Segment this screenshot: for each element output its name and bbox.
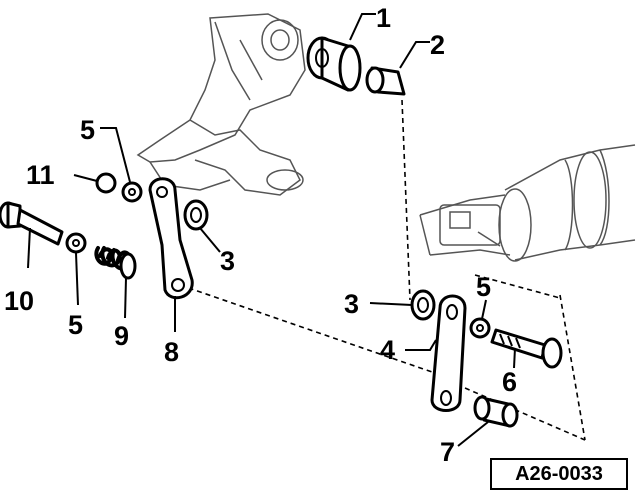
reference-code-label: A26-0033: [490, 458, 628, 490]
part-lever-8: [148, 177, 194, 300]
callout-2: 2: [430, 30, 445, 60]
callout-7: 7: [440, 437, 455, 467]
callout-10: 10: [4, 286, 34, 316]
part-bush-3-lower: [410, 289, 436, 321]
drive-shaft-housing: [419, 144, 636, 262]
part-washer-5-left: [65, 232, 87, 254]
callout-3-lower: 3: [344, 289, 359, 319]
part-sleeve-7: [473, 395, 519, 428]
part-bolt-6: [490, 328, 563, 369]
callout-8: 8: [164, 337, 179, 367]
callout-3-upper: 3: [220, 246, 235, 276]
callout-labels: 1 2 5 11 3 10 5 9 8 3 5 4 6 7: [4, 3, 517, 467]
callout-9: 9: [114, 321, 129, 351]
leader-lines: [27, 13, 516, 447]
part-bolt-10: [0, 201, 64, 246]
callout-5-upper: 5: [80, 115, 95, 145]
part-bush-3-upper: [183, 199, 209, 231]
callout-1: 1: [376, 3, 391, 33]
callout-5-left: 5: [68, 310, 83, 340]
part-spring-9: [94, 246, 137, 280]
part-nut-11: [95, 172, 117, 194]
assembly-lines: [179, 99, 586, 441]
part-bushing-1: [306, 36, 362, 92]
part-link-4: [430, 294, 467, 412]
callout-4: 4: [380, 335, 395, 365]
part-sleeve-2: [365, 66, 406, 96]
bracket-housing: [136, 13, 306, 196]
part-washer-5-upper: [121, 181, 143, 203]
callout-11: 11: [26, 160, 55, 190]
callout-5-right: 5: [476, 272, 491, 302]
part-washer-5-right: [469, 317, 491, 339]
callout-6: 6: [502, 367, 517, 397]
